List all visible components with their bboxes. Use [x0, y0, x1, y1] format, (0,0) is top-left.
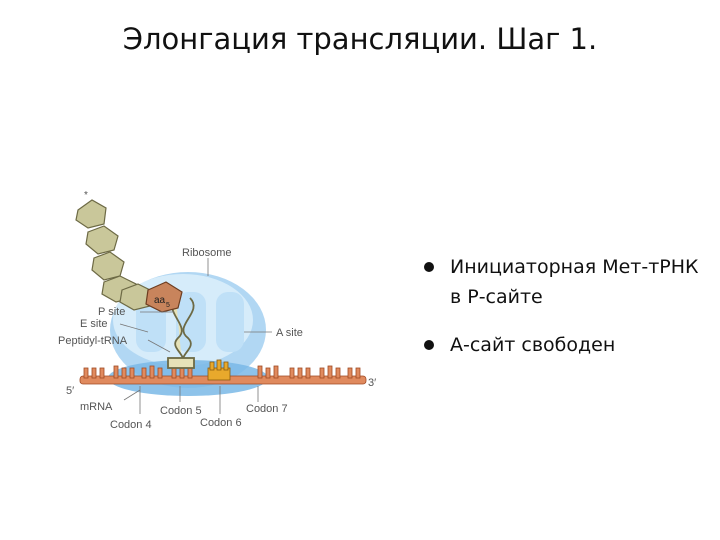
aa-label: aa: [154, 295, 166, 306]
codon5-label: Codon 5: [160, 405, 202, 417]
bullet-dot: [424, 262, 434, 272]
e-site-label: E site: [80, 318, 108, 330]
a-site-label: A site: [276, 327, 303, 339]
peptide-chain: [75, 199, 155, 311]
mrna-label: mRNA: [80, 401, 113, 413]
bullet-item: А-сайт свободен: [420, 330, 710, 360]
chain-terminus-mark: *: [84, 190, 88, 201]
codon6-label: Codon 6: [200, 417, 242, 429]
leader-lines: [119, 258, 272, 414]
three-prime-label: 3′: [368, 377, 376, 389]
peptidyl-trna-label: Peptidyl-tRNA: [58, 335, 128, 347]
bullet-dot: [424, 340, 434, 350]
bullet-list: Инициаторная Мет-тРНК в Р-сайте А-сайт с…: [420, 252, 710, 378]
codon7-label: Codon 7: [246, 403, 288, 415]
bullet-text: А-сайт свободен: [450, 334, 616, 356]
ribosome-diagram-svg: aa 5 * Ribosome P site E site Peptidyl-t…: [58, 190, 376, 431]
slide-title: Элонгация трансляции. Шаг 1.: [122, 22, 598, 56]
p-site-label: P site: [98, 306, 125, 318]
ribosome-label: Ribosome: [182, 247, 232, 259]
bullet-text: Инициаторная Мет-тРНК в Р-сайте: [450, 256, 699, 308]
mrna-strand: [79, 359, 367, 385]
bullet-item: Инициаторная Мет-тРНК в Р-сайте: [420, 252, 710, 312]
five-prime-label: 5′: [66, 385, 74, 397]
codon4-label: Codon 4: [110, 419, 152, 431]
aa-sub-label: 5: [166, 302, 170, 309]
translation-diagram: aa 5 * Ribosome P site E site Peptidyl-t…: [58, 180, 388, 440]
aa5-bead: [145, 281, 183, 313]
codon6-highlight: [207, 359, 231, 381]
